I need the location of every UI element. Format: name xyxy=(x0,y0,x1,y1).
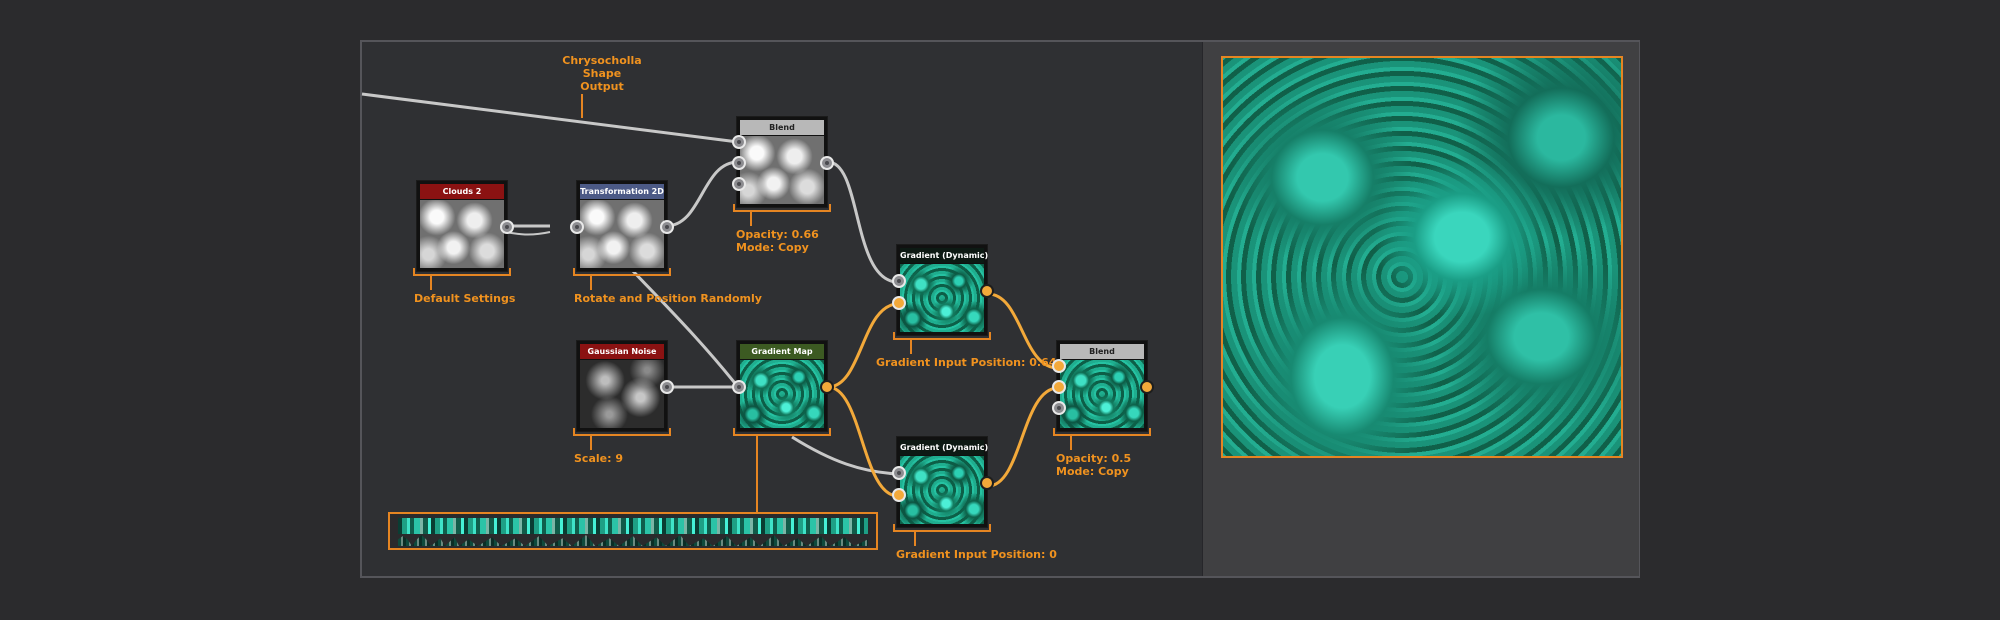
node-gaussian-title: Gaussian Noise xyxy=(580,344,664,359)
output-label: Chrysocholla Shape Output xyxy=(562,54,642,93)
node-gradient-dynamic-bottom-thumbnail xyxy=(900,456,984,524)
node-gaussian-stem xyxy=(590,436,592,450)
node-blend-top[interactable]: Blend xyxy=(732,116,834,212)
node-transform-stem xyxy=(590,276,592,290)
node-gradient-dynamic-top-input-1[interactable] xyxy=(892,274,906,288)
wire-graddyn-bottom-to-blend xyxy=(987,386,1059,488)
node-clouds-thumbnail xyxy=(420,200,504,268)
node-blend-right-title: Blend xyxy=(1060,344,1144,359)
node-blend-top-opacity: Opacity: 0.66 xyxy=(736,228,819,241)
wire-gradmap-to-graddyn-bottom xyxy=(791,435,899,476)
node-gradient-dynamic-bottom-label: Gradient Input Position: 0 xyxy=(896,548,1057,561)
node-blend-top-input-2[interactable] xyxy=(732,156,746,170)
node-blend-right-input-3[interactable] xyxy=(1052,401,1066,415)
node-transform-input-port[interactable] xyxy=(570,220,584,234)
node-blend-right-stem xyxy=(1070,436,1072,450)
node-gradient-map-thumbnail xyxy=(740,360,824,428)
node-transform-title: Transformation 2D xyxy=(580,184,664,199)
node-gradient-map[interactable]: Gradient Map xyxy=(732,340,834,436)
node-blend-right-input-2[interactable] xyxy=(1052,380,1066,394)
node-gradient-map-title: Gradient Map xyxy=(740,344,824,359)
node-clouds-bracket xyxy=(413,268,511,276)
wire-gradmap-to-graddyn-bottom-orange xyxy=(827,385,899,498)
node-clouds-label: Default Settings xyxy=(414,292,516,305)
node-transform-bracket xyxy=(573,268,671,276)
node-clouds[interactable]: Clouds 2 xyxy=(413,180,514,276)
node-gradient-dynamic-top-input-2[interactable] xyxy=(892,296,906,310)
node-gradient-dynamic-bottom-input-2[interactable] xyxy=(892,488,906,502)
node-gradient-dynamic-bottom-input-1[interactable] xyxy=(892,466,906,480)
preview-pane xyxy=(1202,42,1639,576)
node-gradient-dynamic-top-label: Gradient Input Position: 0.64 xyxy=(876,356,1057,369)
node-gradient-map-bracket xyxy=(733,428,831,436)
node-gradient-dynamic-top[interactable]: Gradient (Dynamic) xyxy=(892,244,994,340)
gradient-bar[interactable] xyxy=(398,518,868,534)
node-blend-top-title: Blend xyxy=(740,120,824,135)
node-gradient-map-input-port[interactable] xyxy=(732,380,746,394)
node-gradient-dynamic-top-output-port[interactable] xyxy=(980,284,994,298)
node-gradient-dynamic-top-bracket xyxy=(893,332,991,340)
node-gaussian-bracket xyxy=(573,428,671,436)
texture-preview[interactable] xyxy=(1221,56,1623,458)
wire-transform-to-blend xyxy=(665,160,739,228)
node-blend-right-opacity: Opacity: 0.5 xyxy=(1056,452,1132,465)
node-gaussian-scale: Scale: 9 xyxy=(574,452,623,465)
node-gradient-map-output-port[interactable] xyxy=(820,380,834,394)
node-gradient-dynamic-bottom-stem xyxy=(914,532,916,546)
output-label-stem xyxy=(581,94,583,118)
node-blend-top-bracket xyxy=(733,204,831,212)
node-blend-top-input-1[interactable] xyxy=(732,135,746,149)
gradient-strip-stem xyxy=(756,434,758,512)
node-blend-top-mode: Mode: Copy xyxy=(736,241,809,254)
node-blend-top-input-3[interactable] xyxy=(732,177,746,191)
node-blend-top-output-port[interactable] xyxy=(820,156,834,170)
node-transform-label: Rotate and Position Randomly xyxy=(574,292,762,305)
node-blend-right[interactable]: Blend xyxy=(1052,340,1154,436)
node-transform-thumbnail xyxy=(580,200,664,268)
node-blend-right-bracket xyxy=(1053,428,1151,436)
node-gradient-dynamic-top-title: Gradient (Dynamic) xyxy=(900,248,988,263)
node-gaussian-thumbnail xyxy=(580,360,664,428)
node-clouds-output-port[interactable] xyxy=(500,220,514,234)
node-gaussian[interactable]: Gaussian Noise xyxy=(573,340,674,436)
node-gradient-dynamic-bottom-bracket xyxy=(893,524,991,532)
gradient-stops[interactable] xyxy=(398,535,868,546)
gradient-editor-strip[interactable] xyxy=(388,512,878,550)
node-clouds-title: Clouds 2 xyxy=(420,184,504,199)
node-blend-right-mode: Mode: Copy xyxy=(1056,465,1129,478)
wire-gradmap-to-graddyn-top xyxy=(827,302,899,389)
node-gradient-dynamic-bottom-output-port[interactable] xyxy=(980,476,994,490)
node-editor-window: Chrysocholla Shape Output Clouds 2 Defau… xyxy=(360,40,1640,578)
node-blend-right-input-1[interactable] xyxy=(1052,359,1066,373)
node-blend-right-output-port[interactable] xyxy=(1140,380,1154,394)
node-gradient-dynamic-bottom-title: Gradient (Dynamic) xyxy=(900,440,988,455)
wire-blend-to-graddyn xyxy=(827,160,899,284)
node-blend-right-thumbnail xyxy=(1060,360,1144,428)
node-blend-top-stem xyxy=(750,212,752,226)
node-gradient-dynamic-bottom[interactable]: Gradient (Dynamic) xyxy=(892,436,994,532)
node-gradient-dynamic-top-stem xyxy=(910,340,912,354)
node-gradient-dynamic-top-thumbnail xyxy=(900,264,984,332)
node-graph-canvas[interactable]: Chrysocholla Shape Output Clouds 2 Defau… xyxy=(361,42,1202,576)
node-transform-output-port[interactable] xyxy=(660,220,674,234)
node-gaussian-output-port[interactable] xyxy=(660,380,674,394)
wire-output-to-blend xyxy=(361,92,739,144)
node-blend-top-thumbnail xyxy=(740,136,824,204)
node-clouds-stem xyxy=(430,276,432,290)
node-transform[interactable]: Transformation 2D xyxy=(570,180,674,276)
